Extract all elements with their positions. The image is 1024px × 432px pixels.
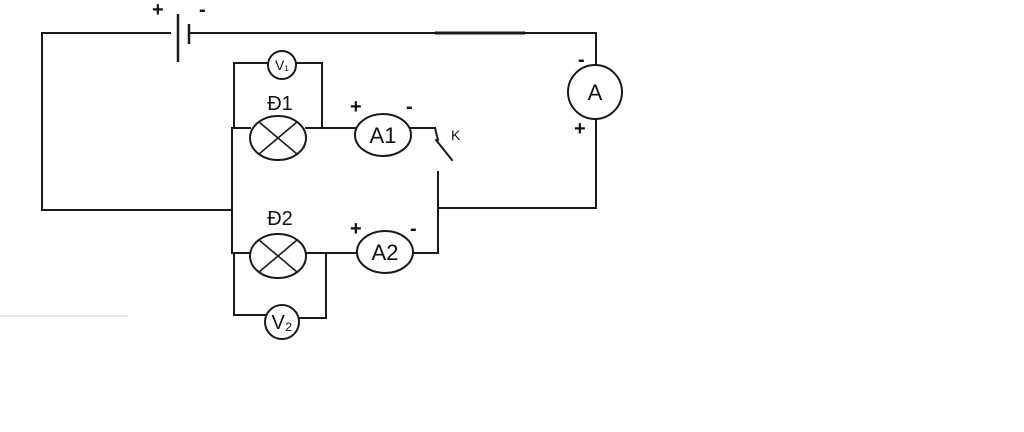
main-ammeter-plus-sign: + bbox=[574, 118, 586, 140]
lamp-1-label: Đ1 bbox=[267, 93, 293, 115]
ammeter-2-plus-sign: + bbox=[350, 218, 362, 240]
top-branch: V₁ Đ1 A1 + - K bbox=[231, 50, 461, 254]
outer-loop-wires bbox=[41, 31, 597, 211]
ammeter-2-minus-sign: - bbox=[410, 218, 417, 240]
switch-k: K bbox=[433, 126, 461, 254]
voltmeter-1-label: V₁ bbox=[275, 57, 289, 73]
ammeter-1-label: A1 bbox=[370, 123, 397, 148]
main-ammeter: A - + bbox=[567, 49, 623, 140]
lamp-2: Đ2 bbox=[249, 208, 307, 279]
ammeter-1-plus-sign: + bbox=[350, 96, 362, 118]
voltmeter-2: V₂ bbox=[264, 304, 300, 340]
voltmeter-2-label: V₂ bbox=[271, 312, 292, 334]
battery-plus-sign: + bbox=[152, 0, 164, 21]
main-ammeter-minus-sign: - bbox=[578, 49, 585, 71]
ammeter-2: A2 + - bbox=[350, 218, 417, 274]
voltmeter-1: V₁ bbox=[267, 50, 297, 80]
lamp-1: Đ1 bbox=[249, 93, 307, 161]
main-ammeter-label: A bbox=[588, 80, 603, 105]
bottom-branch: V₂ Đ2 A2 + - bbox=[231, 208, 439, 340]
battery-minus-sign: - bbox=[199, 0, 206, 21]
battery: + - bbox=[152, 0, 206, 62]
ammeter-2-label: A2 bbox=[372, 240, 399, 265]
lamp-2-label: Đ2 bbox=[267, 208, 293, 230]
ammeter-1: A1 + - bbox=[350, 96, 413, 157]
switch-label: K bbox=[451, 127, 461, 143]
ammeter-1-minus-sign: - bbox=[406, 96, 413, 118]
switch-blade bbox=[434, 138, 454, 162]
